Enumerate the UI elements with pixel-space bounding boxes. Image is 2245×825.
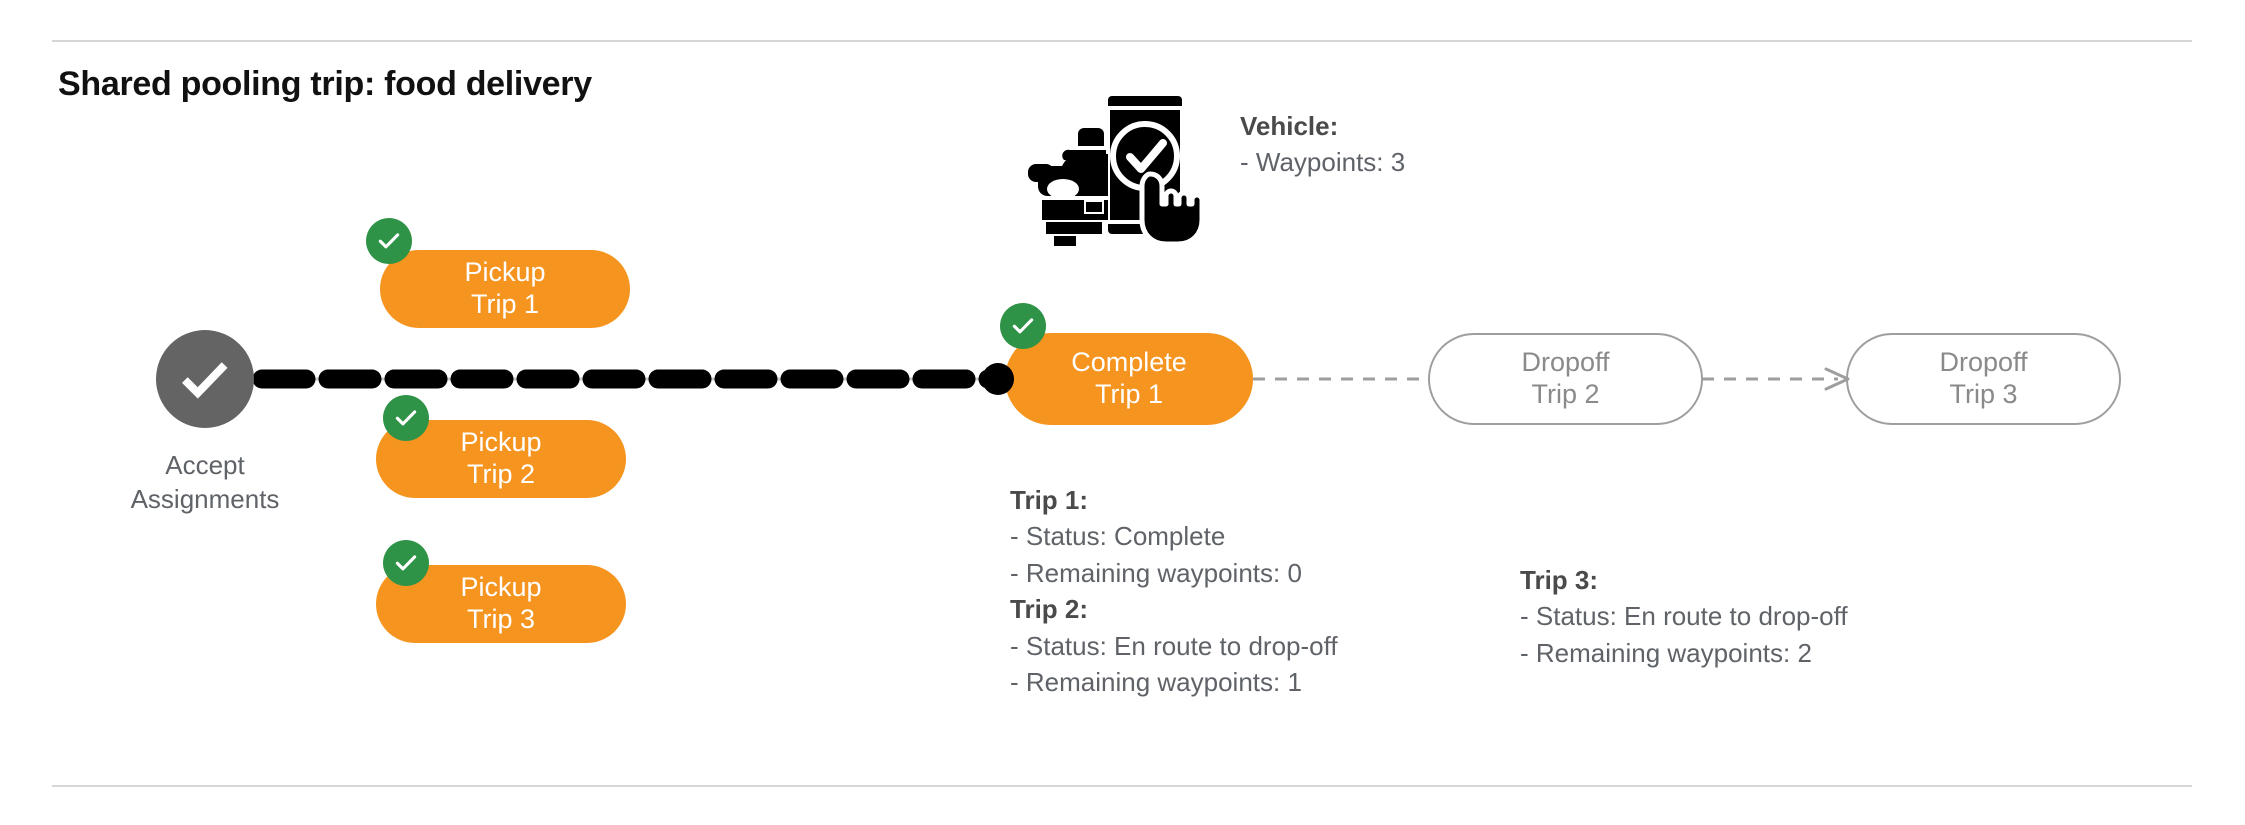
- vehicle-waypoints: - Waypoints: 3: [1240, 147, 1406, 178]
- pickup-trip-1-line1: Pickup: [464, 257, 546, 288]
- trip-3-header: Trip 3:: [1520, 565, 1599, 595]
- pickup-trip-2-check-badge: [383, 395, 429, 441]
- pickup-trip-2-line1: Pickup: [460, 427, 542, 458]
- check-badge-icon: [1012, 318, 1034, 334]
- complete-trip-1-check-badge: [1000, 303, 1046, 349]
- trip-3-waypoints: - Remaining waypoints: 2: [1520, 637, 1812, 668]
- dropoff-trip-2-line2: Trip 2: [1531, 379, 1600, 409]
- trip-info-right-block: Trip 3: - Status: En route to drop-off -…: [1520, 562, 1848, 671]
- check-badge-icon: [395, 555, 417, 571]
- pickup-trip-1-check-badge: [366, 218, 412, 264]
- route-end-dot: [982, 363, 1014, 395]
- page-title: Shared pooling trip: food delivery: [58, 65, 592, 103]
- trip-2-header: Trip 2:: [1010, 594, 1089, 625]
- dropoff-trip-3-line1: Dropoff: [1939, 347, 2028, 378]
- dropoff-trip-3-node[interactable]: Dropoff Trip 3: [1846, 333, 2121, 425]
- pickup-trip-1-line2: Trip 1: [470, 289, 539, 319]
- check-circle-icon: [182, 362, 228, 399]
- trip-3-status: - Status: En route to drop-off: [1520, 601, 1848, 632]
- trip-1-header: Trip 1:: [1010, 485, 1089, 515]
- trip-2-waypoints: - Remaining waypoints: 1: [1010, 666, 1302, 697]
- pickup-trip-3-check-badge: [383, 540, 429, 586]
- accept-label-line1: Accept: [165, 450, 245, 480]
- dropoff-trip-3-line2: Trip 3: [1949, 379, 2018, 409]
- pickup-trip-3-line2: Trip 3: [466, 604, 535, 634]
- accept-label-line2: Assignments: [130, 484, 280, 515]
- accept-assignments-node[interactable]: [156, 330, 254, 428]
- complete-trip-1-line1: Complete: [1071, 347, 1187, 378]
- car-phone-check-icon: [1028, 88, 1200, 246]
- check-badge-icon: [395, 410, 417, 426]
- vehicle-heading: Vehicle:: [1240, 111, 1339, 141]
- dropoff-trip-2-node[interactable]: Dropoff Trip 2: [1428, 333, 1703, 425]
- trip-2-status: - Status: En route to drop-off: [1010, 630, 1338, 661]
- complete-trip-1-node[interactable]: Complete Trip 1: [1005, 333, 1253, 425]
- bottom-divider: [52, 785, 2192, 787]
- vehicle-info-block: Vehicle: - Waypoints: 3: [1240, 108, 1405, 181]
- pickup-trip-1-node[interactable]: Pickup Trip 1: [380, 250, 630, 328]
- dropoff-trip-2-line1: Dropoff: [1521, 347, 1610, 378]
- trip-1-status: - Status: Complete: [1010, 521, 1226, 552]
- check-badge-icon: [378, 233, 400, 249]
- pickup-trip-3-line1: Pickup: [460, 572, 542, 603]
- pickup-trip-2-line2: Trip 2: [466, 459, 535, 489]
- complete-trip-1-line2: Trip 1: [1094, 379, 1163, 409]
- trip-info-left-block: Trip 1: - Status: Complete - Remaining w…: [1010, 482, 1338, 700]
- trip-1-waypoints: - Remaining waypoints: 0: [1010, 557, 1302, 588]
- accept-assignments-label: Accept Assignments: [85, 448, 325, 517]
- top-divider: [52, 40, 2192, 42]
